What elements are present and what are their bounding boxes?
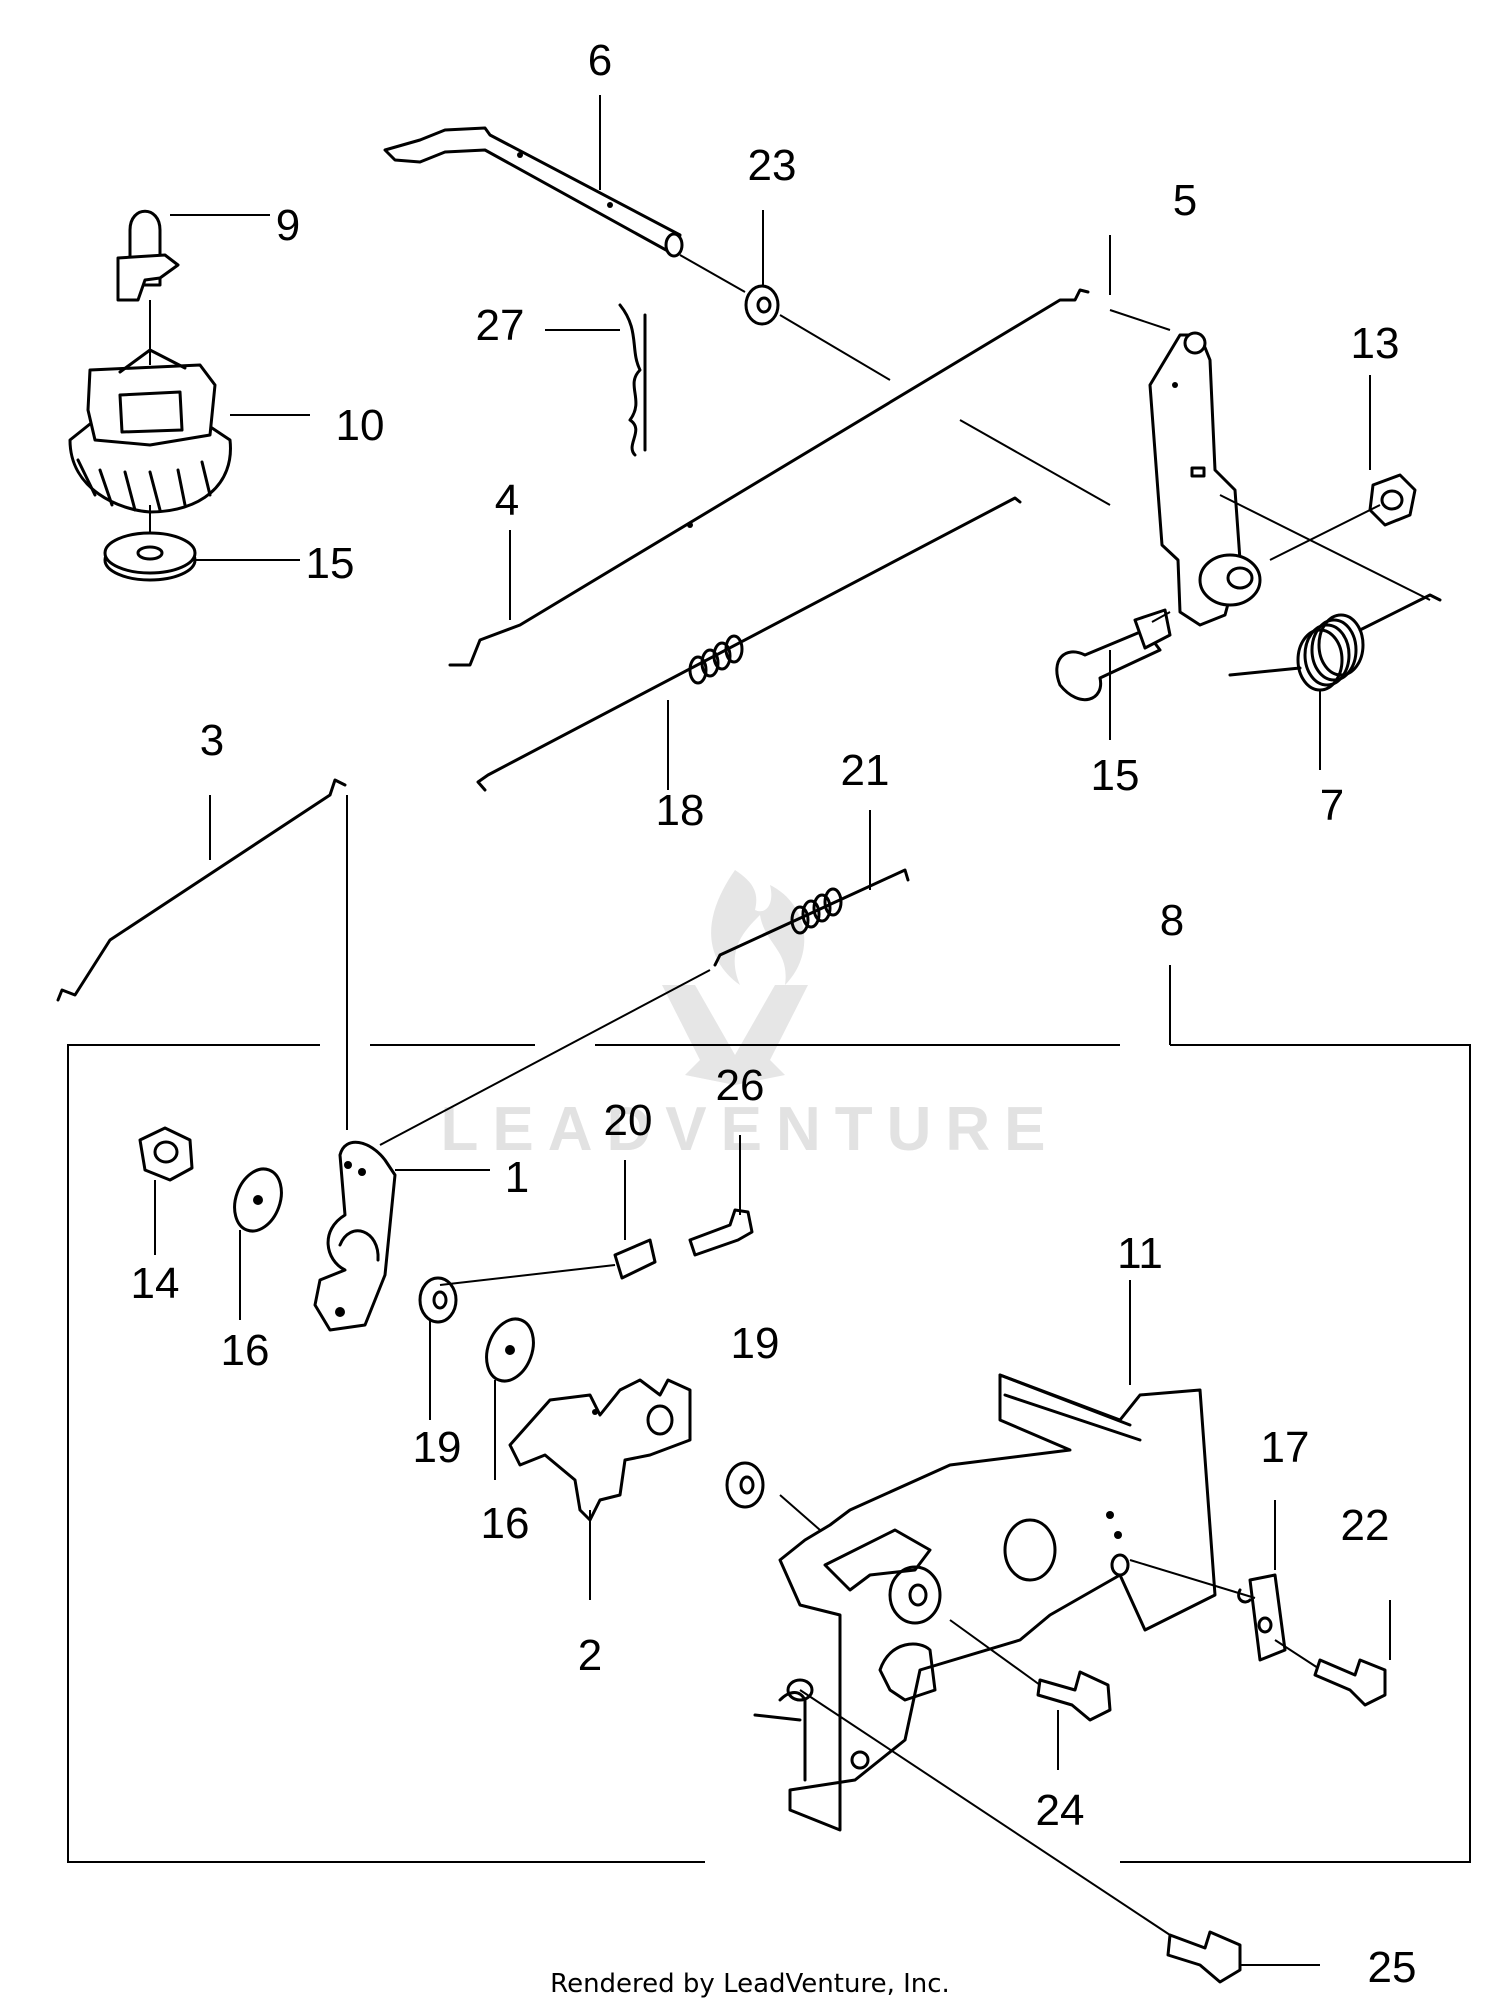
callout-4: 4 — [495, 476, 519, 525]
callout-14: 14 — [131, 1259, 180, 1308]
callout-25: 25 — [1368, 1943, 1417, 1992]
callout-5: 5 — [1173, 176, 1197, 225]
part-6-lever-arm — [383, 126, 684, 258]
part-25-bolt — [786, 1678, 1320, 1984]
part-11-control-plate — [753, 1373, 1217, 1832]
callout-16-left: 16 — [221, 1326, 270, 1375]
callout-numbers: 6 23 5 9 27 13 10 4 15 3 18 15 7 21 8 26… — [131, 36, 1417, 1992]
callout-15-upper: 15 — [306, 539, 355, 588]
footer-credit: Rendered by LeadVenture, Inc. — [550, 1969, 950, 1999]
callout-21: 21 — [841, 746, 890, 795]
part-16-washer-lower — [485, 1317, 535, 1383]
part-20-screw — [439, 1238, 657, 1286]
part-18-spring-rod — [476, 496, 1022, 792]
callout-7: 7 — [1320, 781, 1344, 830]
part-13-nut — [1368, 473, 1417, 527]
callout-11: 11 — [1117, 1229, 1163, 1278]
callout-18: 18 — [656, 786, 705, 835]
callout-9: 9 — [276, 201, 300, 250]
callout-27: 27 — [476, 301, 525, 350]
callout-22: 22 — [1341, 1501, 1390, 1550]
callout-17: 17 — [1261, 1423, 1310, 1472]
part-23-washer — [744, 284, 780, 326]
callout-13: 13 — [1351, 319, 1400, 368]
callout-leaders — [154, 95, 1371, 1480]
part-5-control-bracket — [1148, 331, 1262, 627]
callout-23: 23 — [748, 141, 797, 190]
part-15-washer — [103, 505, 197, 582]
callout-8: 8 — [1160, 896, 1184, 945]
callout-16-lower: 16 — [481, 1499, 530, 1548]
part-27-clip — [618, 303, 647, 457]
assembly-8-frame — [67, 965, 1471, 1863]
part-2-throttle-lever — [508, 1378, 692, 1600]
part-19-washer-upper — [418, 1276, 458, 1324]
callout-20: 20 — [604, 1096, 653, 1145]
part-22-screw — [1129, 1559, 1391, 1707]
part-9-governor-shaft — [116, 209, 180, 365]
part-14-nut — [138, 1126, 194, 1182]
part-17-clip — [1237, 1500, 1287, 1662]
callout-6: 6 — [588, 36, 612, 85]
callout-3: 3 — [200, 716, 224, 765]
part-7-torsion-spring — [1228, 593, 1442, 692]
part-19-washer-lower — [725, 1461, 765, 1509]
callout-24: 24 — [1036, 1786, 1085, 1835]
part-16-washer-upper — [233, 1167, 283, 1233]
callout-1: 1 — [505, 1153, 529, 1202]
part-26-screw — [688, 1208, 754, 1257]
watermark-text: LEADVENTURE — [440, 1095, 1059, 1164]
part-24-bolt — [779, 1494, 1112, 1770]
callout-15-right: 15 — [1091, 751, 1140, 800]
part-3-rod — [56, 778, 347, 1002]
part-21-spring — [713, 868, 910, 967]
leadventure-watermark-logo — [662, 870, 808, 1085]
callout-19-right: 19 — [731, 1319, 780, 1368]
part-10-governor-gear — [68, 348, 232, 514]
part-15-bolt — [1055, 608, 1172, 702]
callout-10: 10 — [336, 401, 385, 450]
part-1-lever — [313, 1140, 397, 1332]
part-4-rod — [448, 288, 1090, 667]
callout-19-left: 19 — [413, 1423, 462, 1472]
assembly-leaders — [679, 254, 1431, 623]
callout-26: 26 — [716, 1061, 765, 1110]
callout-2: 2 — [578, 1631, 602, 1680]
